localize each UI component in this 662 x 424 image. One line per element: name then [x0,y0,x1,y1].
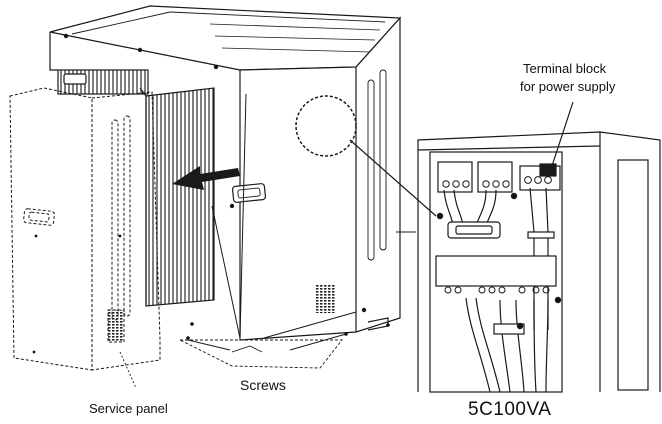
unit-top-face [49,5,402,71]
model-label: 5C100VA [468,399,552,420]
detail-callout-circle [295,95,357,157]
screws-label: Screws [240,377,286,393]
outdoor-unit [49,5,402,341]
lower-terminal-strip [435,255,557,287]
service-panel-label: Service panel [89,401,168,416]
detail-callout-line [349,139,437,217]
service-panel-leader [119,351,137,389]
removal-arrow [172,166,240,190]
terminal-detail-view [417,131,661,393]
heat-exchanger-fins [145,87,215,307]
unit-handle [231,183,267,203]
service-panel-outline [9,87,161,371]
screw-leaders [179,93,357,369]
terminal-block-label-line2: for power supply [520,79,616,94]
terminal-block-leader [549,101,574,173]
front-vent [316,285,336,313]
terminal-block-label-line1: Terminal block [523,61,607,76]
